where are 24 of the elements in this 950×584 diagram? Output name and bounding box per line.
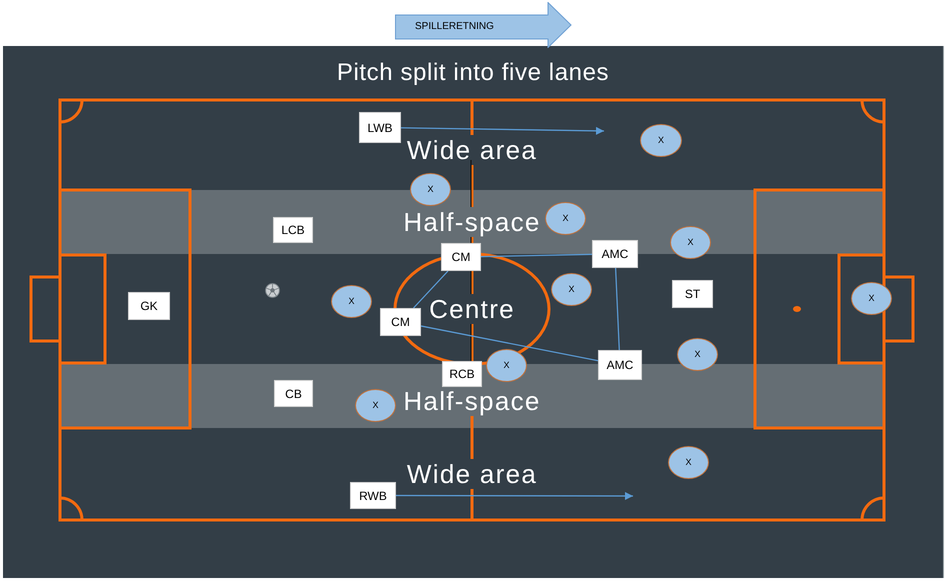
- position-box: AMC: [598, 350, 642, 380]
- lane-label: Half-space: [403, 209, 541, 235]
- lane-label: Wide area: [406, 461, 538, 487]
- connector-line: [615, 268, 620, 350]
- position-box: LCB: [273, 217, 313, 243]
- position-box: AMC: [592, 240, 638, 268]
- lane-label: Centre: [429, 296, 515, 322]
- lane-label: Half-space: [403, 388, 541, 414]
- position-box: RCB: [442, 361, 482, 387]
- position-box: CM: [441, 243, 481, 271]
- connector-line: [420, 325, 598, 362]
- direction-arrow: SPILLERETNING: [395, 2, 572, 48]
- lane-label: Wide area: [406, 137, 538, 163]
- position-box: GK: [128, 292, 170, 320]
- position-box: CB: [274, 380, 313, 407]
- position-box: ST: [672, 280, 713, 308]
- position-box: LWB: [359, 112, 401, 143]
- position-box: RWB: [350, 482, 396, 509]
- arrow: [396, 492, 633, 500]
- arrow: [401, 126, 604, 135]
- position-box: CM: [380, 308, 421, 336]
- connector-line: [413, 270, 448, 308]
- diagram-title: Pitch split into five lanes: [336, 61, 610, 85]
- connector-line: [480, 254, 592, 258]
